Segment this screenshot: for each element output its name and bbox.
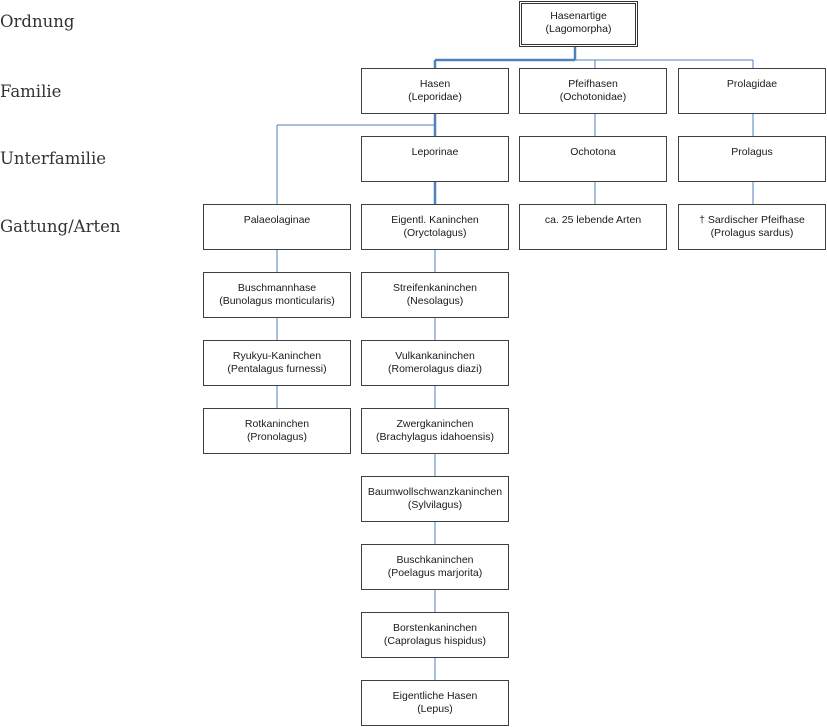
node-latin: (Pronolagus) <box>246 431 308 443</box>
node-name: Hasen <box>419 78 451 90</box>
node-name: Prolagidae <box>726 78 778 90</box>
node-ochotonidae: Pfeifhasen (Ochotonidae) <box>519 68 667 114</box>
node-latin: (Nesolagus) <box>406 295 464 307</box>
node-name: Buschmannhase <box>237 282 317 294</box>
node-name: † Sardischer Pfeifhase <box>699 214 805 226</box>
node-sylvilagus: Baumwollschwanzkaninchen (Sylvilagus) <box>361 476 509 522</box>
node-name: Ochotona <box>570 146 616 158</box>
node-latin: (Caprolagus hispidus) <box>383 635 487 647</box>
node-caprolagus: Borstenkaninchen (Caprolagus hispidus) <box>361 612 509 658</box>
node-latin: (Sylvilagus) <box>407 499 463 511</box>
node-name: Prolagus <box>731 146 773 158</box>
node-name: Hasenartige <box>550 10 607 22</box>
node-latin: (Ochotonidae) <box>559 91 627 103</box>
node-name: Palaeolaginae <box>243 214 311 226</box>
node-prolagus: Prolagus <box>678 136 826 182</box>
node-palaeolaginae: Palaeolaginae <box>203 204 351 250</box>
node-leporinae: Leporinae <box>361 136 509 182</box>
node-name: Borstenkaninchen <box>392 622 478 634</box>
node-latin: (Oryctolagus) <box>403 227 467 239</box>
node-bunolagus: Buschmannhase (Bunolagus monticularis) <box>203 272 351 318</box>
node-latin: (Leporidae) <box>408 91 462 103</box>
rank-label-family: Familie <box>0 82 62 101</box>
node-latin: (Bunolagus monticularis) <box>219 295 335 307</box>
node-latin: (Brachylagus idahoensis) <box>376 431 494 443</box>
node-name: Eigentl. Kaninchen <box>391 214 479 226</box>
node-brachylagus: Zwergkaninchen (Brachylagus idahoensis) <box>361 408 509 454</box>
node-latin: (Lepus) <box>417 703 453 715</box>
node-name: Pfeifhasen <box>568 78 618 90</box>
node-latin: (Prolagus sardus) <box>710 227 794 239</box>
node-nesolagus: Streifenkaninchen (Nesolagus) <box>361 272 509 318</box>
node-poelagus: Buschkaninchen (Poelagus marjorita) <box>361 544 509 590</box>
node-pentalagus: Ryukyu-Kaninchen (Pentalagus furnessi) <box>203 340 351 386</box>
node-latin: (Pentalagus furnessi) <box>227 363 327 375</box>
node-oryctolagus: Eigentl. Kaninchen (Oryctolagus) <box>361 204 509 250</box>
node-latin: (Poelagus marjorita) <box>387 567 483 579</box>
node-name: Zwergkaninchen <box>396 418 474 430</box>
node-leporidae: Hasen (Leporidae) <box>361 68 509 114</box>
node-lepus: Eigentliche Hasen (Lepus) <box>361 680 509 726</box>
node-latin: (Lagomorpha) <box>545 23 612 35</box>
rank-label-order: Ordnung <box>0 12 75 31</box>
node-prolagidae: Prolagidae <box>678 68 826 114</box>
node-latin: (Romerolagus diazi) <box>388 363 482 375</box>
node-name: Vulkankaninchen <box>395 350 475 362</box>
node-prolagus-sardus: † Sardischer Pfeifhase (Prolagus sardus) <box>678 204 826 250</box>
node-pronolagus: Rotkaninchen (Pronolagus) <box>203 408 351 454</box>
node-name: ca. 25 lebende Arten <box>544 214 642 226</box>
node-lagomorpha: Hasenartige (Lagomorpha) <box>519 1 638 47</box>
node-name: Baumwollschwanzkaninchen <box>367 486 503 498</box>
node-romerolagus: Vulkankaninchen (Romerolagus diazi) <box>361 340 509 386</box>
node-name: Buschkaninchen <box>396 554 474 566</box>
node-ochotona-species: ca. 25 lebende Arten <box>519 204 667 250</box>
node-name: Eigentliche Hasen <box>392 690 478 702</box>
node-name: Rotkaninchen <box>244 418 310 430</box>
rank-label-genus: Gattung/Arten <box>0 217 121 236</box>
rank-label-subfamily: Unterfamilie <box>0 149 107 168</box>
node-name: Leporinae <box>411 146 459 158</box>
node-ochotona: Ochotona <box>519 136 667 182</box>
node-name: Ryukyu-Kaninchen <box>232 350 322 362</box>
node-name: Streifenkaninchen <box>392 282 478 294</box>
